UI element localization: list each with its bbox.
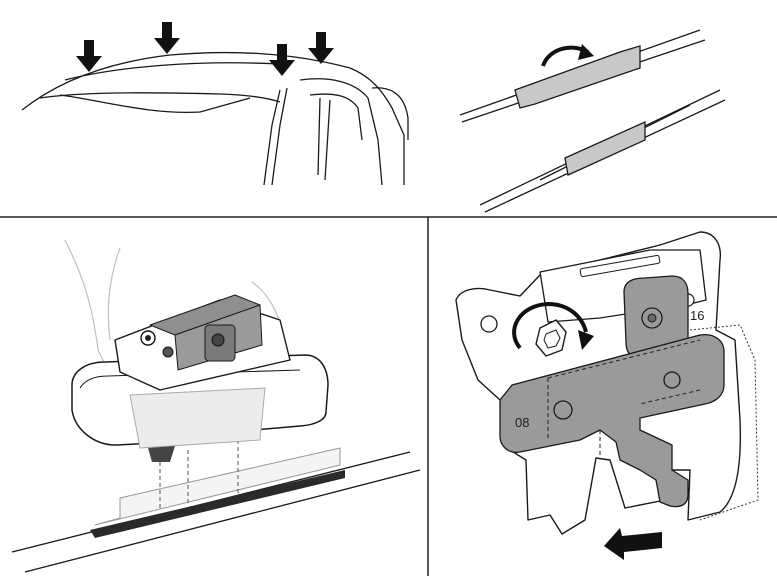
rotate-arrow-icon (512, 301, 594, 350)
panel-dividers (0, 216, 777, 576)
side-bolt-center (145, 335, 151, 341)
arrow-down-icon (154, 22, 180, 54)
arrow-down-icon (269, 44, 295, 76)
arrow-left-icon (604, 528, 662, 560)
foot-pad (148, 446, 175, 462)
knob-bolt-center (647, 313, 657, 323)
arrow-down-icon (76, 40, 102, 72)
foot-internal-ghost (129, 387, 266, 449)
rail-plate (94, 447, 341, 526)
rear-window (309, 93, 363, 141)
plate-pin-right (663, 371, 681, 389)
c-pillar (371, 87, 409, 140)
lower-tape (564, 120, 646, 176)
windshield-edge (39, 92, 281, 103)
panel-bracket-detail: 08 16 (455, 231, 759, 535)
ghost-hand-left-2 (107, 247, 121, 341)
b-pillar (317, 97, 321, 176)
a-pillar (263, 89, 281, 186)
panel-foot-pack (11, 239, 421, 573)
roof-rail-line (64, 62, 281, 81)
b-pillar-inner (324, 99, 331, 181)
windshield-reflection (59, 94, 251, 114)
panel-car-roof (21, 51, 409, 186)
panel-roof-rails (459, 29, 726, 213)
upper-tape (514, 45, 641, 109)
roof-outline (21, 51, 405, 185)
foot-base-ridge (79, 369, 301, 389)
ghost-hand-left (64, 239, 109, 371)
alt-position-outline (689, 324, 759, 521)
plate-hidden-edges (547, 339, 701, 458)
rail-slot (90, 470, 345, 538)
down-arrows (76, 22, 334, 76)
plate-pin-left (553, 400, 573, 420)
rear-door-frame (299, 78, 383, 186)
alignment-lines (159, 440, 239, 510)
a-pillar-inner (271, 87, 288, 186)
hex-socket (543, 329, 561, 349)
label-08: 08 (515, 415, 529, 430)
small-screw (162, 346, 174, 358)
housing-slot (579, 254, 661, 278)
mount-hole-left (480, 315, 498, 333)
arrow-down-icon (308, 32, 334, 64)
rotate-arrow-icon (541, 44, 594, 67)
clamp-bolt (211, 333, 225, 347)
rail-edge-lower-2 (24, 469, 421, 573)
label-16: 16 (690, 308, 704, 323)
